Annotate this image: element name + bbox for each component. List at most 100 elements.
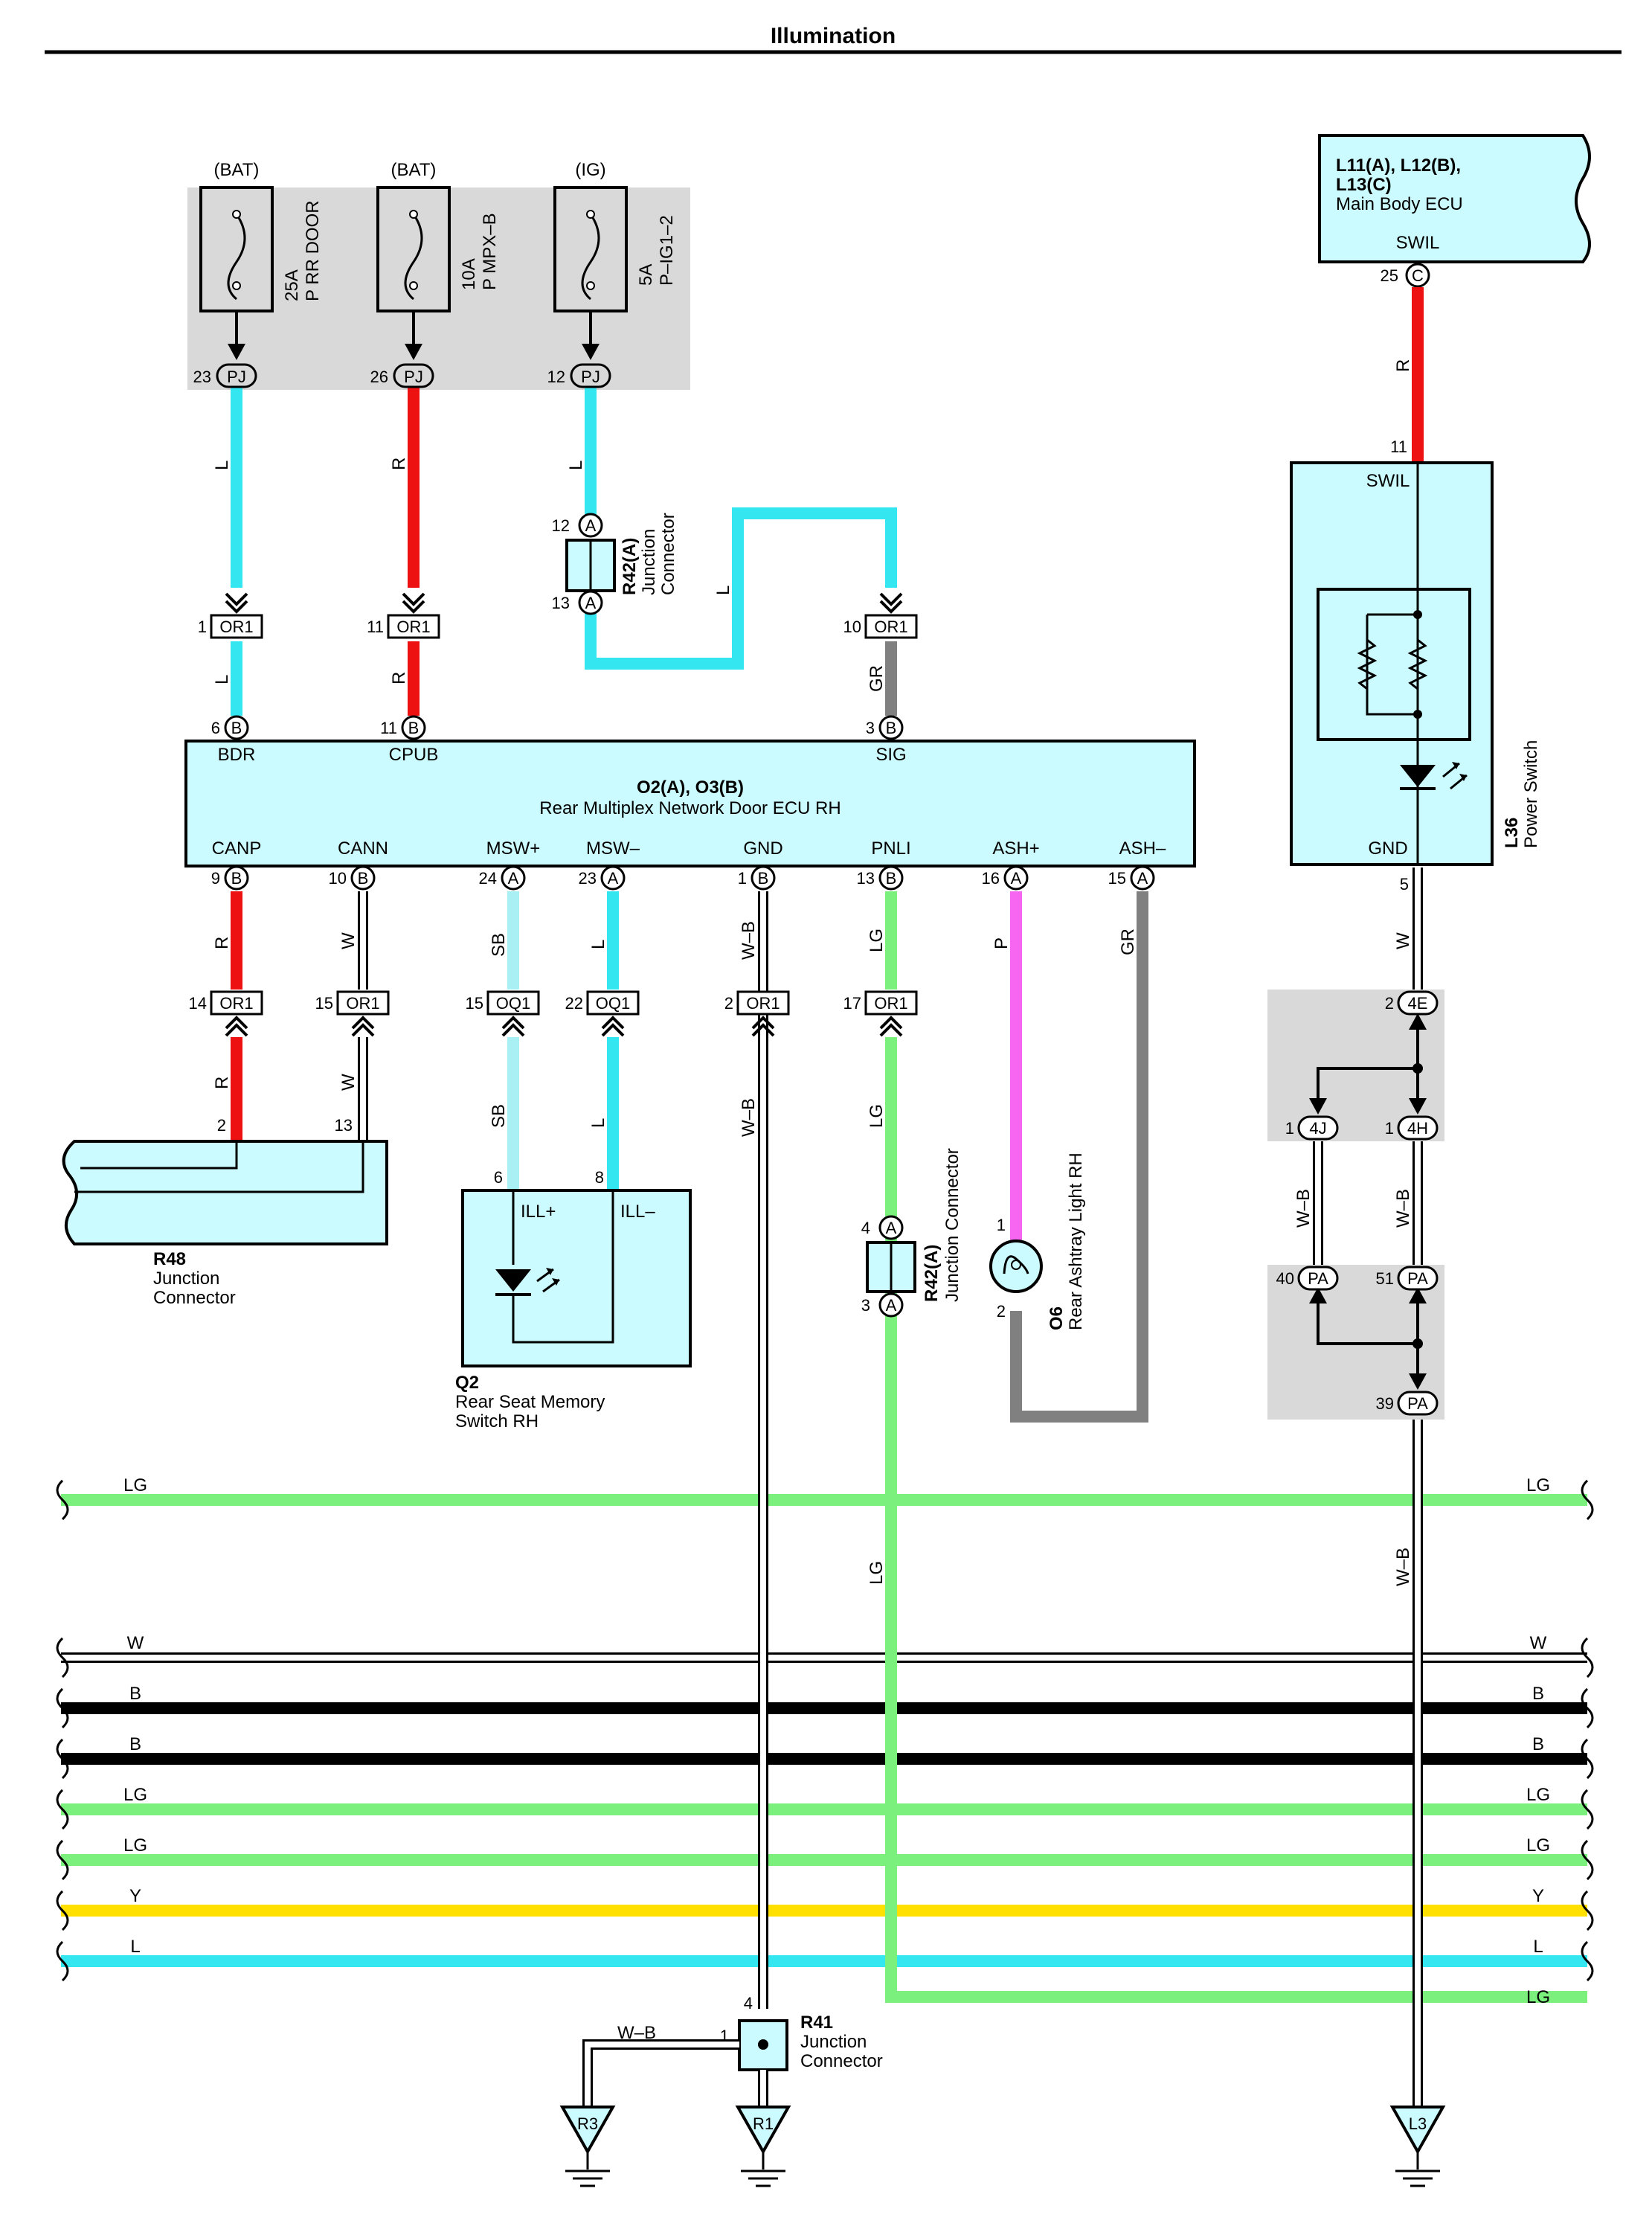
bus-line-label-right: L <box>1533 1937 1543 1957</box>
svg-text:PJ: PJ <box>227 368 246 386</box>
svg-text:A: A <box>508 869 519 888</box>
main-body-ecu-pin: 25 <box>1381 266 1398 285</box>
bus-line-label-left: B <box>129 1734 141 1754</box>
ecu-terminal: ASH–A15 <box>1108 838 1166 891</box>
r42-mid-code: R42(A) <box>922 1245 942 1302</box>
svg-text:L3: L3 <box>1409 2114 1427 2133</box>
ground-symbol: R3 <box>559 2106 616 2187</box>
bus-line-label-right: W <box>1530 1633 1547 1653</box>
door-ecu-code: O2(A), O3(B) <box>637 777 744 798</box>
svg-text:11: 11 <box>367 618 384 636</box>
wire-label: W–B <box>1293 1189 1314 1228</box>
r48-code: R48 <box>153 1249 186 1269</box>
o6-pin2: 2 <box>997 1302 1006 1321</box>
q2-pin2: 8 <box>595 1168 604 1187</box>
bus-line-label-left: B <box>129 1684 141 1704</box>
o6-code: O6 <box>1047 1306 1067 1330</box>
svg-text:CPUB: CPUB <box>389 745 439 765</box>
wire-label: L <box>588 1118 608 1128</box>
svg-text:39: 39 <box>1376 1394 1394 1413</box>
power-switch-terminal-bottom: GND <box>1368 838 1407 859</box>
door-ecu-terminals: B6BDRB11CPUBB3SIGCANPB9CANNB10MSW+A24MSW… <box>211 715 1166 891</box>
svg-text:R3: R3 <box>577 2114 598 2133</box>
svg-text:51: 51 <box>1376 1269 1394 1288</box>
svg-text:15: 15 <box>466 994 483 1013</box>
bus-line-label-right: B <box>1532 1734 1544 1754</box>
wire-label: L <box>566 461 586 470</box>
svg-text:A: A <box>1011 869 1022 888</box>
svg-text:OR1: OR1 <box>874 618 907 636</box>
junction-connector-r42-top: 12 A 13 A R42(A) Junction Connector <box>552 513 678 615</box>
fuse-block <box>187 187 690 390</box>
power-switch-pin-bottom: 5 <box>1400 875 1409 894</box>
bus-line-label-right: B <box>1532 1684 1544 1704</box>
ecu-terminal: MSW–A23 <box>579 838 640 891</box>
o6-name: Rear Ashtray Light RH <box>1066 1152 1086 1330</box>
r42-top-pin-b: 13 <box>552 594 570 612</box>
svg-text:OR1: OR1 <box>746 994 780 1013</box>
page-title: Illumination <box>771 24 896 48</box>
main-body-ecu: L11(A), L12(B), L13(C) Main Body ECU SWI… <box>1318 134 1591 288</box>
svg-text:B: B <box>231 719 242 737</box>
wire-label: W <box>1393 932 1413 949</box>
svg-text:OQ1: OQ1 <box>596 994 630 1013</box>
wire-label: L <box>588 940 608 949</box>
inline-connector: 4H1 <box>1385 1115 1439 1141</box>
r42-top-pin-a: 12 <box>552 516 570 535</box>
wire-label: LG <box>867 1561 887 1585</box>
power-switch: 11 SWIL GND L36 Power Switch 5 <box>1290 437 1541 894</box>
svg-text:OR1: OR1 <box>874 994 907 1013</box>
ground-symbol: R1 <box>735 2106 791 2187</box>
svg-text:B: B <box>886 719 897 737</box>
rear-seat-memory-switch: 6 8 ILL+ ILL– Q2 Rear Seat Memory Switch… <box>455 1168 692 1431</box>
svg-text:23: 23 <box>579 869 597 888</box>
junction-connector-r42-mid: 4 A 3 A R42(A) Junction Connector <box>861 1148 962 1318</box>
svg-text:B: B <box>886 869 897 888</box>
bus-line-label-left: W <box>127 1633 144 1653</box>
svg-text:B: B <box>408 719 420 737</box>
door-ecu: O2(A), O3(B) Rear Multiplex Network Door… <box>184 740 1196 868</box>
ecu-terminal: PNLI B 13 <box>857 838 911 891</box>
wire-label: R <box>389 672 409 684</box>
ground-points: R3 R1 L3 <box>559 2106 1446 2187</box>
svg-text:OR1: OR1 <box>346 994 379 1013</box>
r42-top-conn-a: A <box>585 516 597 535</box>
wire-label: R <box>212 937 232 949</box>
svg-text:PNLI: PNLI <box>871 838 910 859</box>
ecu-terminal: ASH+A16 <box>982 838 1040 891</box>
wire-label: LG <box>867 1104 887 1128</box>
wire-label: R <box>212 1077 232 1089</box>
q2-name2: Switch RH <box>455 1411 539 1431</box>
bus-line-label-right: LG <box>1526 1987 1550 2007</box>
q2-name1: Rear Seat Memory <box>455 1392 605 1412</box>
svg-text:B: B <box>358 869 369 888</box>
r42-mid-conn-b: A <box>886 1296 897 1315</box>
svg-text:13: 13 <box>857 869 875 888</box>
r42-mid-name: Junction Connector <box>942 1148 962 1302</box>
power-switch-terminal-top: SWIL <box>1366 471 1410 491</box>
svg-text:1: 1 <box>1285 1119 1294 1138</box>
svg-text:MSW+: MSW+ <box>486 838 541 859</box>
ground-symbol: L3 <box>1389 2106 1446 2187</box>
fuse-1-rating: 25A <box>282 269 302 301</box>
fuse-1-source: (BAT) <box>214 160 260 180</box>
r41-code: R41 <box>800 2013 833 2033</box>
svg-text:15: 15 <box>315 994 333 1013</box>
wire-label: W <box>338 1074 359 1091</box>
wire-label: SB <box>489 933 509 957</box>
